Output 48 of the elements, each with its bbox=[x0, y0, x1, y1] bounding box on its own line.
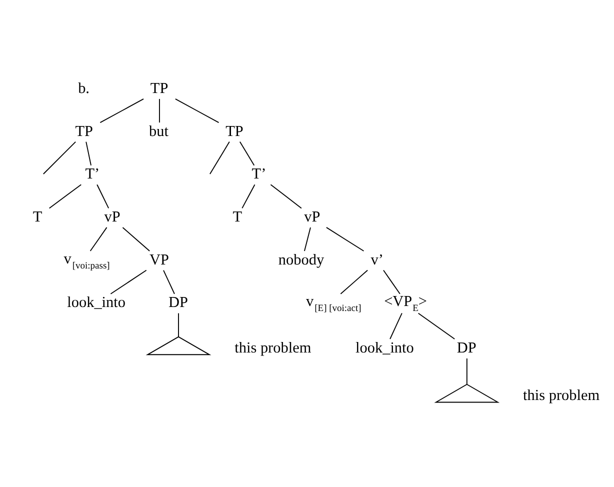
connector bbox=[100, 98, 144, 122]
connector bbox=[418, 312, 456, 339]
node-text: DP bbox=[456, 338, 476, 356]
node-text: nobody bbox=[278, 250, 324, 268]
node-text: v’ bbox=[370, 250, 384, 268]
connector bbox=[340, 269, 368, 294]
connector bbox=[383, 269, 400, 294]
connector bbox=[96, 184, 110, 208]
node-triangle bbox=[434, 383, 500, 402]
node-text: vP bbox=[104, 208, 120, 225]
node-text: look_into bbox=[356, 338, 414, 356]
connector bbox=[304, 226, 311, 251]
node-text: v$_{[voi:pass]}$ bbox=[64, 250, 110, 271]
node-label: this problem bbox=[234, 338, 312, 356]
node-label: this problem bbox=[523, 386, 600, 404]
node-text: T bbox=[232, 208, 242, 225]
node-text: TP bbox=[150, 79, 168, 96]
connector bbox=[178, 312, 179, 336]
connector bbox=[239, 140, 255, 166]
node-text: T’ bbox=[85, 165, 100, 182]
connector bbox=[466, 357, 468, 384]
node-text: TP bbox=[75, 122, 93, 140]
node-text: TP bbox=[226, 122, 244, 140]
connector bbox=[86, 140, 92, 166]
connector bbox=[326, 226, 364, 251]
connector bbox=[390, 312, 402, 339]
connector bbox=[163, 269, 175, 294]
connector bbox=[270, 184, 302, 208]
node-text: vP bbox=[304, 208, 320, 225]
connector bbox=[209, 140, 230, 174]
connector bbox=[42, 140, 76, 174]
connector bbox=[174, 98, 220, 122]
connector bbox=[48, 184, 82, 208]
connector bbox=[90, 226, 108, 251]
node-text: VP bbox=[149, 250, 169, 268]
node-text: T’ bbox=[252, 165, 266, 182]
connector bbox=[242, 184, 256, 208]
node-text: look_into bbox=[67, 294, 126, 311]
node-text: v$_{[E] [voi:act]}$ bbox=[306, 292, 362, 314]
node-text: DP bbox=[168, 294, 188, 311]
label: b. bbox=[78, 79, 90, 96]
connector bbox=[122, 226, 150, 251]
node-text: but bbox=[148, 122, 168, 140]
node-triangle bbox=[146, 336, 212, 355]
node-text: <VP$_{E}$> bbox=[384, 292, 427, 314]
node-text: T bbox=[32, 208, 42, 225]
connector bbox=[159, 98, 160, 122]
connector bbox=[110, 269, 147, 294]
